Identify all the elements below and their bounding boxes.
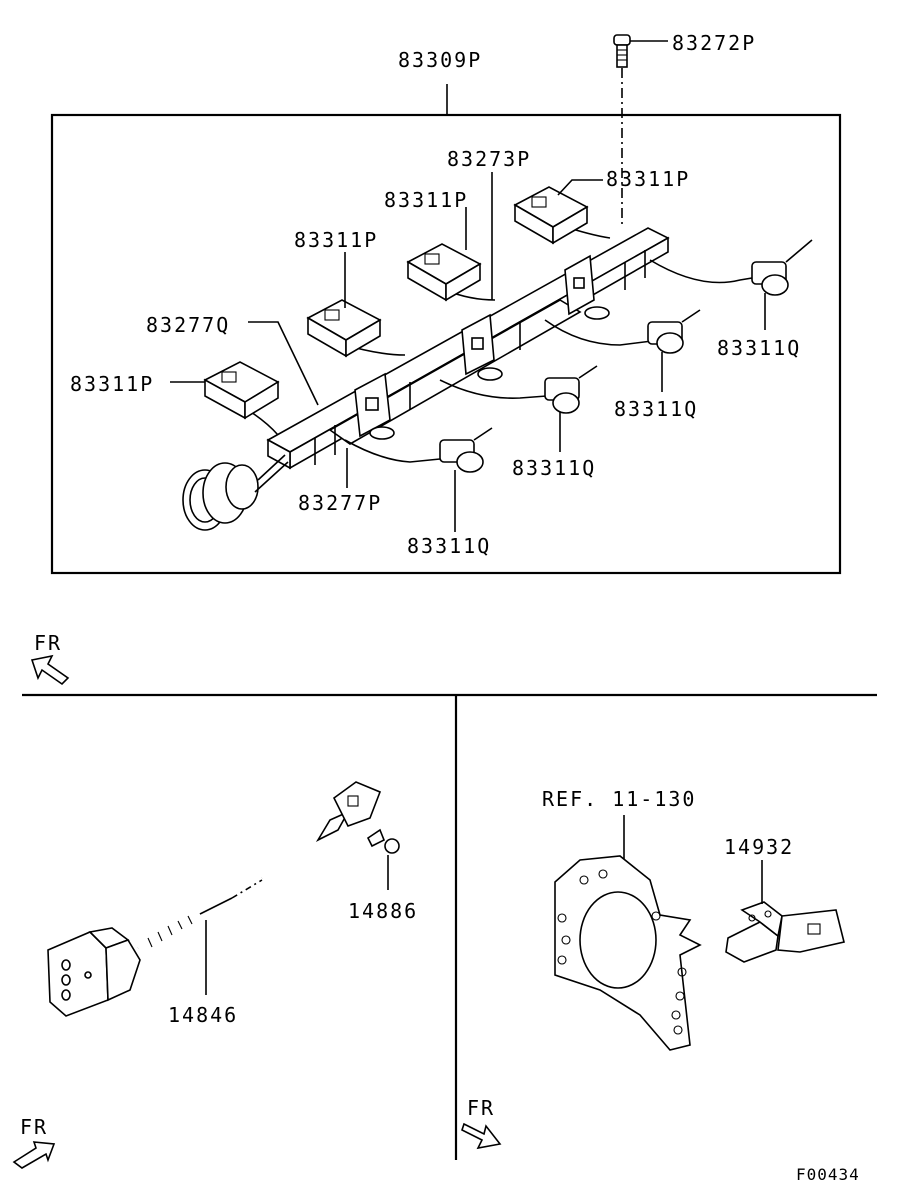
fr-arrow-icon: FR [12,1115,56,1169]
callout-83311P-3: 83311P [384,188,468,212]
callout-83311P-1: 83311P [70,372,154,396]
fr-label-top: FR [34,631,62,655]
connector-icon [315,781,382,842]
main-round-connector [182,454,289,531]
callout-83311Q-2: 83311Q [512,456,596,480]
callout-leaders [170,172,766,532]
figure-code: F00434 [796,1165,860,1184]
callout-83311Q-3: 83311Q [614,397,698,421]
connector-icon [306,299,382,358]
callout-14846: 14846 [168,1003,238,1027]
ref-plate [554,855,702,1051]
callout-83277Q: 83277Q [146,313,230,337]
solenoid-icon [439,427,493,473]
harness-assembly-frame [50,113,842,575]
solenoid-icon [544,365,598,414]
fr-arrow-icon: FR [461,1096,502,1150]
callout-14886: 14886 [348,899,418,923]
sensor-icon [725,901,845,963]
harness-rail [266,227,670,470]
connector-icon [513,186,589,245]
callout-83309P: 83309P [398,48,482,72]
fr-arrow-icon: FR [30,631,70,686]
callout-83311Q-1: 83311Q [407,534,491,558]
sensor-plate-panel: REF. 11-130 14932 [542,787,845,1051]
connector-icon [47,927,141,1017]
solenoid-icon [647,309,701,354]
fr-label-bottom-right: FR [467,1096,495,1120]
callout-14932: 14932 [724,835,794,859]
callout-ref-11-130: REF. 11-130 [542,787,696,811]
callout-83311Q-4: 83311Q [717,336,801,360]
bolt-icon [613,34,631,68]
callout-83273P: 83273P [447,147,531,171]
bolt-icon [366,828,400,854]
callout-83277P: 83277P [298,491,382,515]
connector-icon [406,243,482,302]
solenoid-icon [751,239,813,296]
harness-assembly-panel: 83309P 83272P [50,31,842,575]
connector-icon [203,361,280,420]
fr-label-bottom-left: FR [20,1115,48,1139]
callout-83272P: 83272P [672,31,756,55]
callout-83311P-2: 83311P [294,228,378,252]
callout-83311P-4: 83311P [606,167,690,191]
sensor-harness-panel: 14886 14846 [47,781,418,1027]
